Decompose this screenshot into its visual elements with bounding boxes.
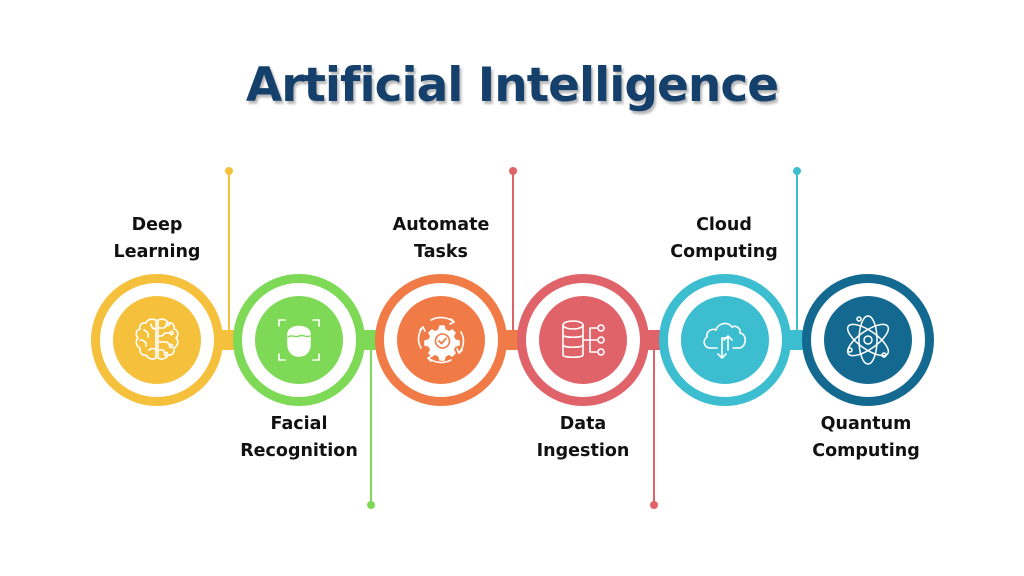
step-quantum-computing <box>802 274 934 406</box>
label-line: Automate <box>392 215 490 235</box>
connector-line-yellow <box>228 171 230 331</box>
label-line: Deep <box>131 215 183 235</box>
label-line: Learning <box>113 242 201 262</box>
label-data-ingestion: Data Ingestion <box>503 411 663 465</box>
label-quantum-computing: Quantum Computing <box>786 411 946 465</box>
step-data-ingestion <box>517 274 649 406</box>
label-line: Computing <box>812 441 920 461</box>
label-facial-recognition: Facial Recognition <box>219 411 379 465</box>
step-deep-learning <box>91 274 223 406</box>
connector-dot-red-bottom <box>650 501 658 509</box>
label-line: Tasks <box>414 242 468 262</box>
connector-dot-cyan <box>793 167 801 175</box>
cloud-sync-icon <box>703 322 746 359</box>
connector-line-cyan <box>796 171 798 331</box>
page-title: Artificial Intelligence <box>245 58 779 113</box>
step-cloud-computing <box>659 274 791 406</box>
step-facial-recognition <box>233 274 365 406</box>
step-automate-tasks <box>375 274 507 406</box>
label-line: Computing <box>670 242 778 262</box>
label-line: Recognition <box>240 441 358 461</box>
label-line: Ingestion <box>536 441 630 461</box>
face-scan-icon <box>278 319 320 361</box>
database-network-icon <box>562 320 605 359</box>
connector-line-red-bottom <box>653 350 655 504</box>
connector-dot-red-top <box>509 167 517 175</box>
label-cloud-computing: Cloud Computing <box>644 212 804 266</box>
atom-icon <box>846 315 890 365</box>
label-deep-learning: Deep Learning <box>77 212 237 266</box>
label-automate-tasks: Automate Tasks <box>361 212 521 266</box>
connector-dot-green <box>367 501 375 509</box>
connector-line-red-top <box>512 171 514 331</box>
gear-check-icon <box>417 316 465 364</box>
label-line: Data <box>559 414 607 434</box>
label-line: Cloud <box>696 215 752 235</box>
label-line: Facial <box>270 414 328 434</box>
label-line: Quantum <box>820 414 912 434</box>
connector-dot-yellow <box>225 167 233 175</box>
brain-circuit-icon <box>135 318 179 360</box>
connector-line-green <box>370 350 372 504</box>
